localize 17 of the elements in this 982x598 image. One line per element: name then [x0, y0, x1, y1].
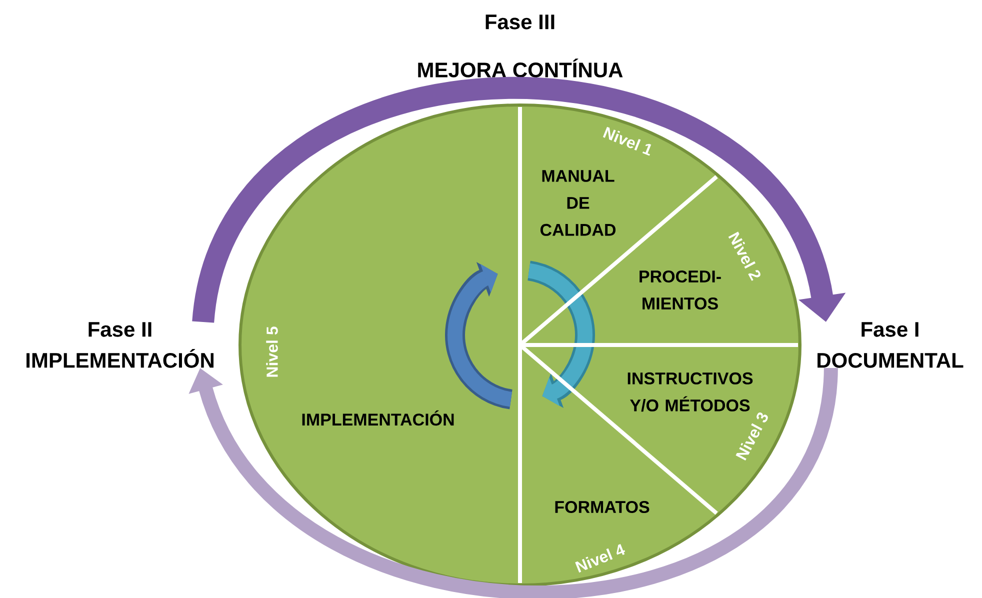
- phase-label: Fase I DOCUMENTAL: [818, 322, 964, 368]
- level-label: Nivel 2: [728, 232, 760, 281]
- sector-title: INSTRUCTIVOS Y/O MÉTODOS: [628, 372, 753, 412]
- sector-title: PROCEDI- MIENTOS: [640, 270, 721, 310]
- level-label: Nivel 5: [266, 326, 278, 377]
- curved-arrow: [188, 366, 838, 598]
- heading: MEJORA CONTÍNUA: [418, 58, 623, 78]
- sector-title: IMPLEMENTACIÓN: [302, 410, 454, 426]
- level-label: Nivel 4: [575, 544, 626, 573]
- level-label: Nivel 3: [736, 412, 768, 460]
- cycle-icon: [445, 260, 595, 410]
- sector-title: FORMATOS: [555, 500, 650, 514]
- level-label: Nivel 1: [602, 126, 652, 156]
- phase-label: Fase II IMPLEMENTACIÓN: [26, 322, 214, 368]
- sector-title: MANUAL DE CALIDAD: [540, 170, 616, 236]
- heading: Fase III: [486, 14, 554, 30]
- curved-arrow: [192, 77, 846, 324]
